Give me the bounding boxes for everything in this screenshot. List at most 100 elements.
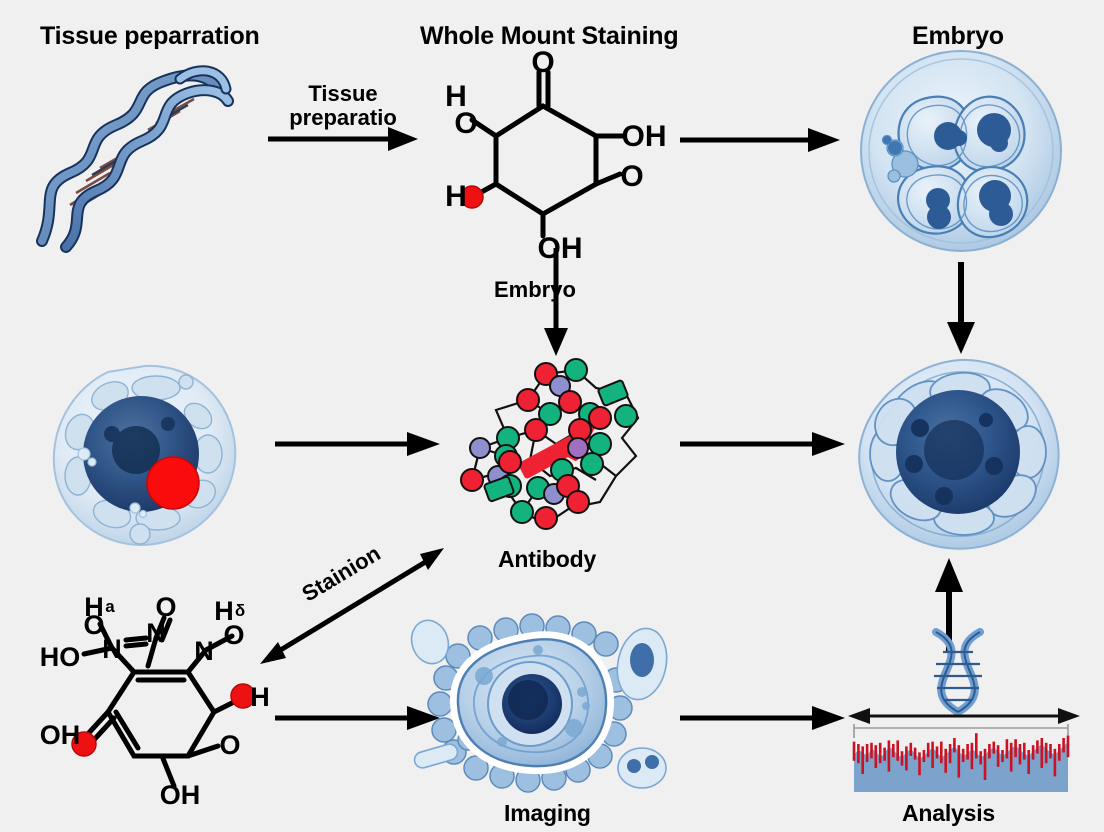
dna-helix-icon [30, 55, 250, 253]
atom-label-o-upper-left: O [83, 610, 104, 640]
atom-label-superscript-a: a [105, 597, 115, 616]
caption-analysis: Analysis [902, 800, 996, 826]
measurement-bracket [853, 724, 1069, 738]
chart-bar [857, 744, 860, 764]
chart-bar [1005, 739, 1009, 759]
chart-bar [1018, 744, 1022, 765]
arrow-imaging-analysis [680, 706, 845, 736]
chart-bar [970, 742, 974, 770]
atom-label-n-right: N [194, 636, 214, 666]
chart-bar [913, 747, 917, 760]
arrow-embryo-top-down [944, 262, 978, 354]
arrow-cell-antibody [275, 432, 440, 462]
atom-label-oh-right: OH [622, 120, 667, 153]
caption-antibody: Antibody [498, 546, 597, 572]
page-title-tissue-preparation: Tissue peparration [40, 22, 260, 50]
chart-bar [926, 742, 930, 758]
embryo-stained-icon [852, 356, 1064, 552]
chart-bar [1044, 742, 1048, 764]
chart-bar [887, 740, 891, 772]
chart-bar [878, 742, 882, 764]
chart-bar [1066, 735, 1070, 758]
chart-bar [918, 752, 921, 776]
chart-bar [905, 746, 908, 771]
chart-bar [957, 745, 961, 778]
chart-bar [1040, 738, 1044, 768]
atom-label-o-mid-right: O [219, 730, 240, 760]
chart-bar [996, 745, 1000, 767]
arrow-embryo-down [540, 248, 572, 356]
page-title-whole-mount-staining: Whole Mount Staining [420, 22, 679, 50]
molecule-icon-top-center: O H O OH O H OH [445, 46, 666, 265]
chart-bar [1001, 750, 1004, 762]
atom-label-h-red-right: H [250, 682, 270, 712]
atom-label-h-left: H [84, 592, 104, 622]
chart-bar [1049, 744, 1052, 759]
atom-label-oh-lower-left: OH [40, 720, 81, 750]
atom-label-superscript-delta: δ [235, 601, 245, 620]
chart-bar [1062, 738, 1065, 753]
chart-bar [935, 746, 939, 759]
atom-label-o-lower-right: O [620, 160, 643, 193]
microscopy-icon-imaging [410, 612, 668, 798]
red-atom-right [230, 683, 256, 709]
chart-bar [870, 742, 873, 759]
molecule-icon-stain-reagent: H a O O N N HO H δ O N H O OH OH [38, 592, 270, 820]
red-atom-marker [460, 185, 484, 209]
chart-bar [1031, 745, 1035, 760]
atom-label-h-right: H [214, 596, 234, 626]
arrow-tissue-prep-label-line2: preparatio [289, 104, 397, 130]
chart-bar [1058, 744, 1061, 761]
atom-label-o-upper-right: O [223, 620, 244, 650]
chart-bar [852, 741, 856, 761]
arrow-antibody-embryo [680, 432, 845, 462]
chart-bar [865, 744, 869, 762]
chart-bar [988, 744, 991, 759]
atom-label-o-nitroso: O [155, 592, 176, 622]
axis-double-arrow [848, 708, 1080, 724]
atom-label-ho-far-left: HO [40, 642, 81, 672]
arrow-tissue-prep [268, 125, 418, 159]
chart-bar [979, 751, 982, 765]
chart-bar [1023, 742, 1026, 760]
atom-label-h-upper-left: H [445, 80, 467, 113]
chart-bar [961, 748, 965, 762]
chart-bar [883, 747, 886, 761]
arrow-tissue-prep-label: Tissue preparatio [278, 82, 408, 130]
atom-label-oh-bottom: OH [538, 232, 583, 265]
chart-bar [983, 748, 987, 780]
chart-bar [931, 741, 934, 768]
chart-bar [1009, 742, 1013, 772]
chart-bar [944, 748, 947, 773]
chart-bar [1027, 750, 1030, 774]
chart-bar [861, 746, 864, 774]
chart-bar [900, 751, 904, 766]
chart-bar [1053, 748, 1057, 777]
arrow-staining-embryo-top [680, 128, 840, 158]
chart-bar [896, 740, 899, 761]
chart-bar [940, 741, 943, 764]
chart-bar [948, 744, 952, 764]
chart-bar [892, 744, 895, 758]
atom-label-n-top: N [146, 618, 166, 648]
chart-bar [992, 741, 996, 754]
chart-bar [953, 738, 956, 753]
chart-bar [909, 742, 913, 756]
dna-helix-overlay [932, 628, 984, 716]
caption-imaging: Imaging [504, 800, 591, 826]
chart-bar [1014, 739, 1017, 758]
atom-label-oh-bottom: OH [160, 780, 201, 810]
atom-label-o-upper-left: O [454, 107, 477, 140]
page-title-embryo: Embryo [912, 22, 1004, 50]
cell-icon-oocyte [40, 358, 250, 553]
chart-icon-analysis [840, 620, 1090, 800]
arrow-reagent-imaging [275, 706, 440, 736]
atom-label-h-lower-left: H [445, 180, 467, 213]
chart-area-series [854, 741, 1068, 792]
chart-bar [975, 733, 978, 759]
arrow-stainion [248, 538, 458, 673]
red-atom-bottom-left [71, 731, 97, 757]
chart-bar [966, 744, 969, 760]
atom-label-n-left: N [102, 634, 122, 664]
atom-label-carbonyl-o: O [531, 46, 554, 79]
